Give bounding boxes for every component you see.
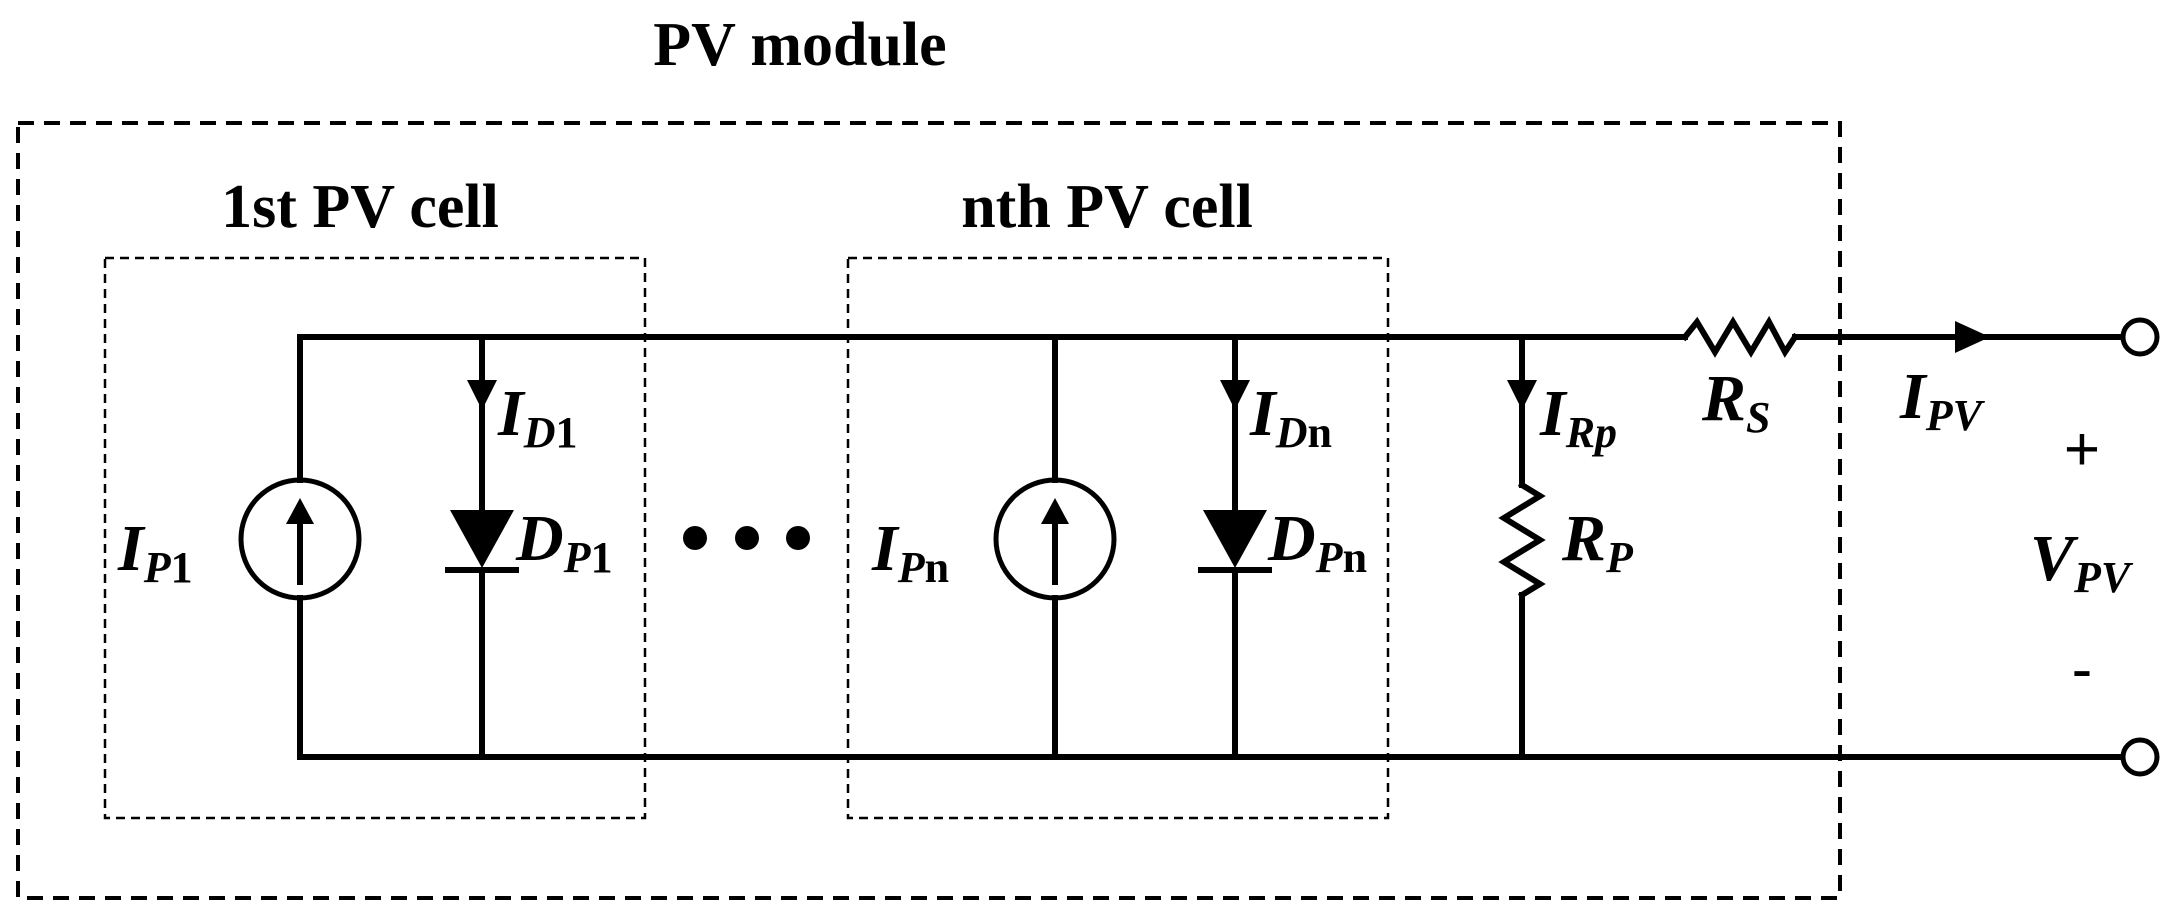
rs-label: RS [1701, 362, 1771, 442]
positive-terminal [2120, 317, 2160, 357]
ipn-label: IPn [871, 512, 949, 592]
idn-label: IDn [1249, 377, 1332, 457]
minus-sign: - [2072, 635, 2093, 704]
first-pv-cell-boundary [103, 256, 647, 820]
first-pv-cell-title: 1st PV cell [221, 173, 499, 241]
diode-1 [445, 334, 519, 760]
irp-label: IRp [1539, 377, 1617, 457]
current-source-1 [238, 334, 362, 760]
diode-n [1198, 334, 1272, 760]
nth-pv-cell-title: nth PV cell [961, 173, 1253, 241]
dp1-label: DP1 [515, 502, 613, 582]
current-source-n [993, 334, 1117, 760]
plus-sign: + [2064, 415, 2100, 484]
negative-terminal [2120, 737, 2160, 777]
ellipsis-dots [683, 526, 810, 550]
series-resistor [1680, 315, 1800, 358]
shunt-resistor [1498, 334, 1546, 760]
id1-label: ID1 [497, 377, 577, 457]
pv-module-title: PV module [653, 11, 946, 79]
ip1-label: IP1 [117, 512, 193, 592]
ipv-label: IPV [1899, 360, 1986, 440]
dpn-label: DPn [1267, 502, 1367, 582]
output-current-arrow [1955, 321, 1990, 353]
pv-module-boundary [16, 121, 1842, 900]
rp-label: RP [1561, 502, 1634, 582]
nth-pv-cell-boundary [846, 256, 1390, 820]
vpv-label: VPV [2030, 522, 2134, 602]
